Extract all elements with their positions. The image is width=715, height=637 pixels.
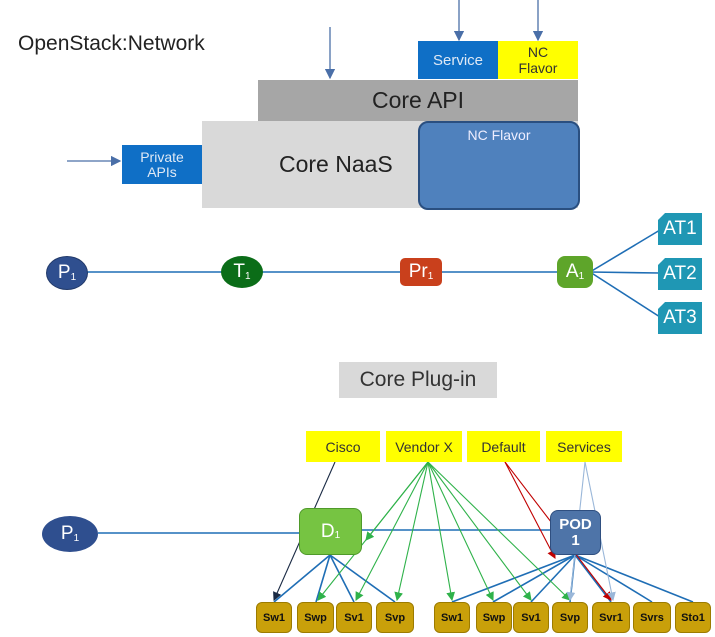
a1-to-at2-line: [589, 271, 661, 274]
plugin-node-d1-label: D: [320, 520, 335, 542]
switch-sto1: Sto1: [675, 602, 711, 633]
chain-node-a1-sub: 1: [578, 270, 585, 282]
switch-svp-b: Svp: [552, 602, 588, 633]
chain-node-a1-label: A: [565, 261, 579, 282]
vendor-cisco-label: Cisco: [306, 431, 380, 462]
at1-node: AT1: [658, 213, 702, 245]
chain-node-t1-label: T: [233, 261, 246, 282]
nc-flavor-panel: NC Flavor: [418, 121, 580, 210]
switch-svr1: Svr1: [592, 602, 630, 633]
at3-node: AT3: [658, 302, 702, 334]
nc-flavor-top-box: NC Flavor: [498, 41, 578, 79]
page-title: OpenStack:Network: [18, 32, 205, 55]
plugin-node-pod1: POD 1: [550, 510, 601, 555]
core-plugin-box: Core Plug-in: [339, 362, 497, 398]
vendor-services-label: Services: [546, 431, 622, 462]
chain-node-p1-sub: 1: [70, 271, 77, 283]
a1-to-at3-line: [589, 271, 661, 318]
switch-sv1-b: Sv1: [513, 602, 549, 633]
switch-svrs: Svrs: [633, 602, 671, 633]
switch-swp-b: Swp: [476, 602, 512, 633]
chain-node-p1-label: P: [57, 262, 71, 283]
service-box: Service: [418, 41, 498, 79]
plugin-node-d1-sub: 1: [334, 530, 341, 541]
nc-flavor-panel-title: NC Flavor: [467, 127, 531, 143]
chain-node-pr1-label: Pr: [408, 261, 428, 282]
at2-node: AT2: [658, 258, 702, 290]
private-apis-box: Private APIs: [122, 145, 202, 184]
chain-node-pr1-sub: 1: [427, 270, 434, 282]
switch-sv1-a: Sv1: [336, 602, 372, 633]
vendor-x-arrows: [317, 461, 571, 602]
switch-sw1-b: Sw1: [434, 602, 470, 633]
vendor-x-label: Vendor X: [386, 431, 462, 462]
core-api-box: Core API: [258, 80, 578, 121]
plugin-node-p1-label: P: [60, 523, 74, 544]
switch-svp-a: Svp: [376, 602, 414, 633]
chain-node-t1-sub: 1: [245, 270, 251, 282]
vendor-default-label: Default: [467, 431, 540, 462]
plugin-node-p1-sub: 1: [73, 532, 80, 544]
switch-swp-a: Swp: [297, 602, 334, 633]
switch-sw1-a: Sw1: [256, 602, 292, 633]
a1-to-at1-line: [589, 229, 661, 273]
